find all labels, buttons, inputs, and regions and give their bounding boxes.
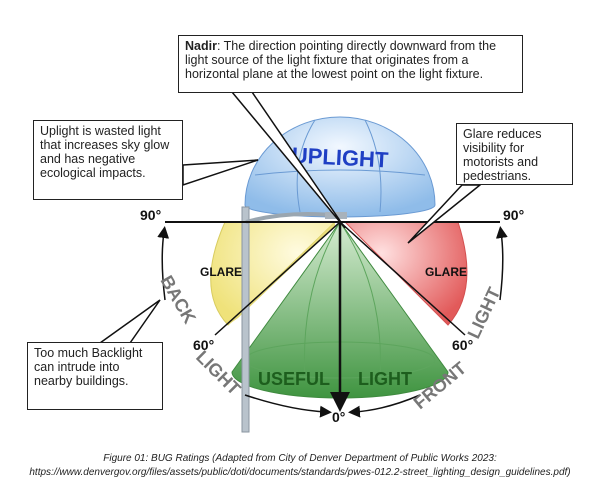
glare-callout: Glare reduces visibility for motorists a… <box>456 123 573 185</box>
backlight-callout-text: Too much Backlight can intrude into near… <box>34 346 143 388</box>
useful-label: USEFUL <box>258 369 330 389</box>
nadir-term: Nadir <box>185 39 217 53</box>
front-arc-bottom <box>348 394 421 418</box>
glare-right-label: GLARE <box>425 265 467 279</box>
backlight-callout: Too much Backlight can intrude into near… <box>27 342 163 410</box>
60-degree-line-right <box>339 221 466 336</box>
caption-line-2: https://www.denvergov.org/files/assets/p… <box>29 467 571 478</box>
nadir-callout: Nadir: The direction pointing directly d… <box>178 35 523 93</box>
front-glare-zone: GLARE <box>343 221 468 326</box>
glare-left-label: GLARE <box>200 265 242 279</box>
glare-callout-text: Glare reduces visibility for motorists a… <box>463 127 542 183</box>
back-arc-bottom <box>244 394 332 418</box>
uplight-label: UPLIGHT <box>291 142 389 172</box>
deg60-right: 60° <box>452 337 473 353</box>
deg0: 0° <box>332 409 345 425</box>
deg60-left: 60° <box>193 337 214 353</box>
uplight-dome: UPLIGHT <box>244 116 436 218</box>
back-arc-arrow <box>157 226 170 301</box>
uplight-callout-text: Uplight is wasted light that increases s… <box>40 124 170 180</box>
glare-pointer <box>407 184 483 244</box>
backlight-pointer <box>97 299 161 344</box>
deg90-left: 90° <box>140 207 161 223</box>
deg90-right: 90° <box>503 207 524 223</box>
nadir-definition: : The direction pointing directly downwa… <box>185 39 497 81</box>
figure-caption: Figure 01: BUG Ratings (Adapted from Cit… <box>0 452 600 480</box>
front-light-label: LIGHT <box>463 284 504 341</box>
front-arc-arrow <box>495 226 508 301</box>
back-label: BACK <box>157 272 200 327</box>
uplight-pointer <box>182 159 259 187</box>
uplight-callout: Uplight is wasted light that increases s… <box>33 120 183 200</box>
60-degree-line-left <box>214 221 341 336</box>
caption-line-1: Figure 01: BUG Ratings (Adapted from Cit… <box>103 453 497 464</box>
light-label: LIGHT <box>358 369 412 389</box>
